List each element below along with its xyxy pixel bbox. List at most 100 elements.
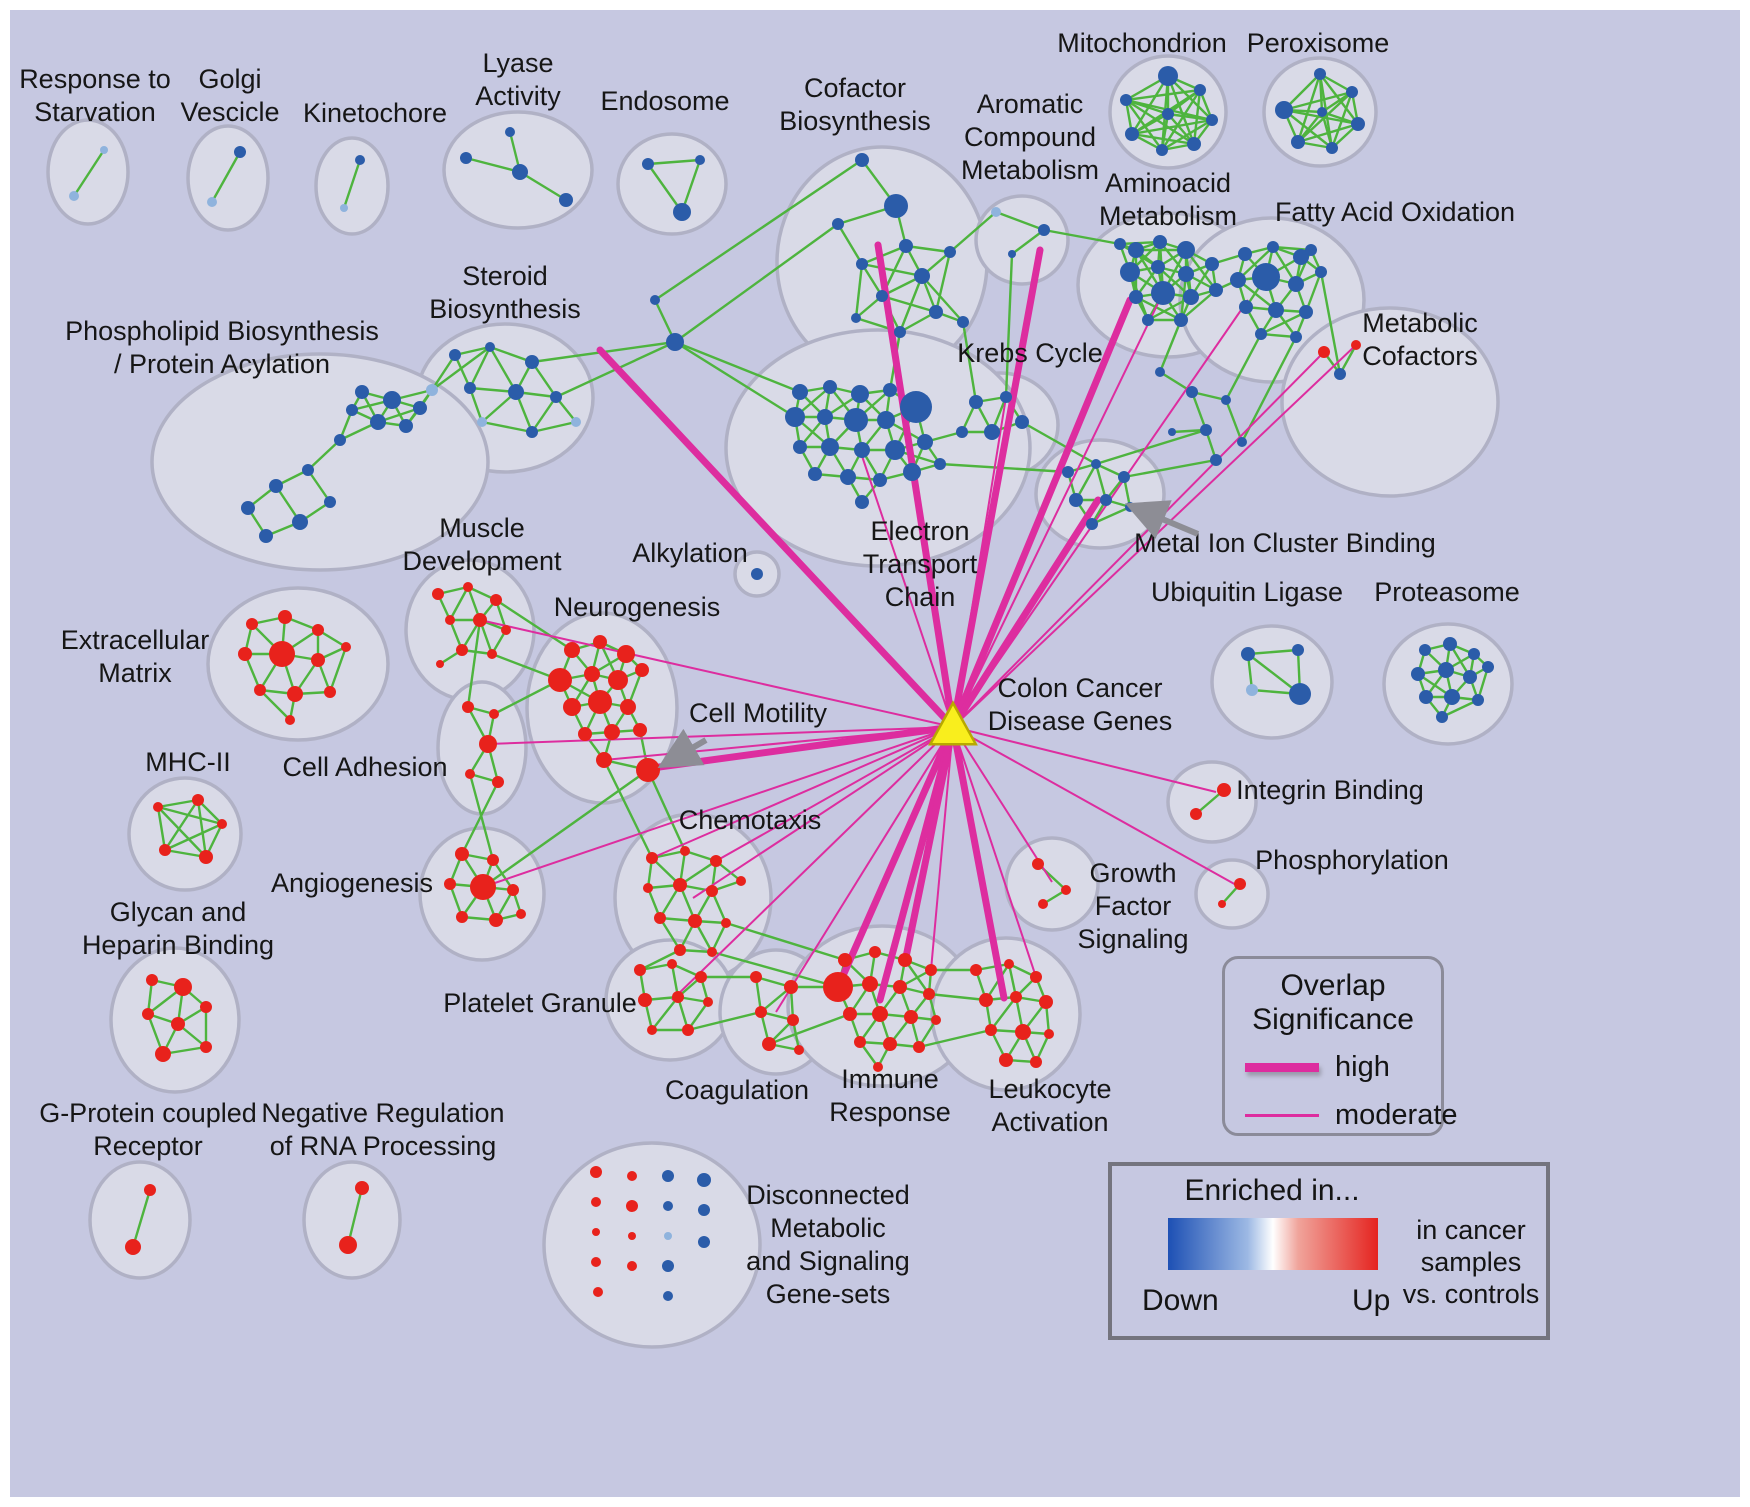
gene-set-node-phospholipid-biosynthesis[interactable]: [399, 419, 413, 433]
gene-set-node-leukocyte-activation[interactable]: [1004, 959, 1014, 969]
gene-set-node-fatty-acid-oxidation[interactable]: [1238, 247, 1252, 261]
gene-set-node-fatty-acid-oxidation[interactable]: [1288, 276, 1304, 292]
gene-set-node-g-protein-coupled-receptor[interactable]: [125, 1239, 141, 1255]
gene-set-node-fatty-acid-oxidation[interactable]: [1315, 266, 1327, 278]
overlap-edge-moderate[interactable]: [479, 619, 954, 728]
gene-set-node-metal-ion-cluster-binding[interactable]: [1086, 518, 1098, 530]
overlap-edge-moderate[interactable]: [859, 449, 954, 728]
gene-set-node-fatty-acid-oxidation[interactable]: [1299, 305, 1313, 319]
gene-set-node-angiogenesis[interactable]: [456, 911, 468, 923]
gene-set-node-ubiquitin-ligase[interactable]: [1289, 683, 1311, 705]
gene-set-node-proteasome[interactable]: [1411, 667, 1425, 681]
gene-set-node-aminoacid-metabolism[interactable]: [1205, 257, 1219, 271]
gene-set-node-glycan-heparin-binding[interactable]: [200, 1041, 212, 1053]
gene-set-node-metabolic-links[interactable]: [1200, 424, 1212, 436]
gene-set-node-neurogenesis[interactable]: [635, 663, 649, 677]
gene-set-node-proteasome[interactable]: [1468, 648, 1480, 660]
gene-set-node-chemotaxis[interactable]: [706, 885, 718, 897]
gene-set-node-electron-transport-chain[interactable]: [883, 383, 897, 397]
gene-set-node-peroxisome[interactable]: [1351, 117, 1365, 131]
gene-set-node-cofactor-biosynthesis[interactable]: [957, 316, 969, 328]
gene-set-node-electron-transport-chain[interactable]: [817, 409, 833, 425]
overlap-edge-moderate[interactable]: [487, 726, 954, 745]
gene-set-node-neurogenesis[interactable]: [578, 727, 592, 741]
gene-set-node-neurogenesis[interactable]: [563, 698, 581, 716]
gene-set-node-glycan-heparin-binding[interactable]: [200, 1001, 212, 1013]
gene-set-node-aminoacid-metabolism[interactable]: [1151, 260, 1165, 274]
gene-set-node-kinetochore[interactable]: [355, 155, 365, 165]
gene-set-node-angiogenesis[interactable]: [489, 913, 503, 927]
gene-set-node-leukocyte-activation[interactable]: [1030, 971, 1042, 983]
overlap-edge-moderate[interactable]: [671, 726, 954, 1001]
gene-set-node-disconnected-gene-sets[interactable]: [590, 1166, 602, 1178]
gene-set-node-electron-transport-chain[interactable]: [934, 458, 946, 470]
gene-set-node-mitochondrion[interactable]: [1156, 144, 1168, 156]
gene-set-node-integrin-binding[interactable]: [1217, 783, 1231, 797]
gene-set-node-cofactor-biosynthesis[interactable]: [855, 153, 869, 167]
overlap-edge-high[interactable]: [596, 346, 957, 731]
overlap-edge-moderate[interactable]: [715, 726, 954, 862]
gene-set-node-extracellular-matrix[interactable]: [246, 618, 258, 630]
gene-set-node-metabolic-links[interactable]: [1237, 437, 1247, 447]
overlap-edge-moderate[interactable]: [952, 396, 1007, 728]
gene-set-node-muscle-development[interactable]: [473, 613, 487, 627]
overlap-edge-moderate[interactable]: [952, 299, 1249, 728]
gene-set-node-neurogenesis[interactable]: [593, 635, 607, 649]
gene-set-node-immune-response[interactable]: [898, 953, 912, 967]
gene-set-node-platelet-granule[interactable]: [638, 993, 652, 1007]
gene-set-node-disconnected-gene-sets[interactable]: [663, 1291, 673, 1301]
gene-set-node-mhc-ii[interactable]: [192, 794, 204, 806]
gene-set-node-mitochondrion[interactable]: [1125, 127, 1139, 141]
gene-set-node-muscle-development[interactable]: [463, 582, 473, 592]
gene-set-node-peroxisome[interactable]: [1346, 86, 1358, 98]
gene-set-node-metabolic-links[interactable]: [1168, 428, 1176, 436]
gene-set-node-mitochondrion[interactable]: [1206, 114, 1218, 126]
gene-set-node-platelet-granule[interactable]: [695, 971, 707, 983]
gene-set-node-steroid-biosynthesis[interactable]: [525, 355, 539, 369]
overlap-edge-high[interactable]: [874, 241, 957, 731]
gene-set-node-steroid-biosynthesis[interactable]: [550, 391, 562, 403]
gene-set-node-platelet-granule[interactable]: [682, 1024, 694, 1036]
gene-set-node-chemotaxis[interactable]: [680, 846, 690, 856]
gene-set-node-aromatic-compound-metabolism[interactable]: [1008, 250, 1016, 258]
gene-set-node-glycan-heparin-binding[interactable]: [171, 1017, 185, 1031]
gene-set-node-electron-transport-chain[interactable]: [917, 434, 933, 450]
gene-set-node-peroxisome[interactable]: [1326, 142, 1338, 154]
gene-set-node-electron-transport-chain[interactable]: [792, 384, 808, 400]
gene-set-node-disconnected-gene-sets[interactable]: [662, 1170, 674, 1182]
gene-set-node-mhc-ii[interactable]: [153, 802, 163, 812]
gene-set-node-disconnected-gene-sets[interactable]: [591, 1257, 601, 1267]
gene-set-node-electron-transport-chain[interactable]: [840, 469, 856, 485]
gene-set-node-lyase-activity[interactable]: [559, 193, 573, 207]
gene-set-node-extracellular-matrix[interactable]: [311, 653, 325, 667]
gene-set-node-chemotaxis[interactable]: [654, 912, 666, 924]
gene-set-node-disconnected-gene-sets[interactable]: [626, 1200, 638, 1212]
gene-set-node-metal-ion-cluster-binding[interactable]: [1062, 466, 1074, 478]
overlap-edge-high[interactable]: [949, 246, 1044, 731]
gene-set-node-immune-response[interactable]: [823, 972, 853, 1002]
gene-set-node-mhc-ii[interactable]: [199, 850, 213, 864]
gene-set-node-extracellular-matrix[interactable]: [324, 686, 336, 698]
gene-set-node-muscle-development[interactable]: [436, 660, 444, 668]
gene-set-node-coagulation[interactable]: [755, 1006, 767, 1018]
gene-set-node-phospholipid-biosynthesis[interactable]: [383, 391, 401, 409]
gene-set-node-neurogenesis[interactable]: [548, 668, 572, 692]
gene-set-node-metal-ion-cluster-binding[interactable]: [1100, 494, 1112, 506]
gene-set-node-angiogenesis[interactable]: [470, 874, 496, 900]
overlap-edge-moderate[interactable]: [482, 726, 954, 888]
gene-set-node-neurogenesis[interactable]: [588, 690, 612, 714]
gene-set-node-phosphorylation[interactable]: [1218, 900, 1226, 908]
gene-set-node-aminoacid-metabolism[interactable]: [1128, 242, 1144, 258]
gene-set-node-chemotaxis[interactable]: [674, 944, 686, 956]
gene-set-node-neurogenesis[interactable]: [617, 645, 635, 663]
gene-set-node-neurogenesis[interactable]: [564, 642, 580, 658]
gene-set-node-immune-response[interactable]: [925, 964, 937, 976]
gene-set-node-immune-response[interactable]: [893, 980, 907, 994]
gene-set-node-ubiquitin-ligase[interactable]: [1246, 684, 1258, 696]
gene-set-node-cofactor-biosynthesis[interactable]: [894, 326, 906, 338]
gene-set-node-extracellular-matrix[interactable]: [287, 686, 303, 702]
gene-set-node-aminoacid-metabolism[interactable]: [1209, 283, 1223, 297]
gene-set-node-electron-transport-chain[interactable]: [900, 391, 932, 423]
gene-set-node-disconnected-gene-sets[interactable]: [591, 1197, 601, 1207]
gene-set-node-cofactor-biosynthesis[interactable]: [944, 246, 956, 258]
